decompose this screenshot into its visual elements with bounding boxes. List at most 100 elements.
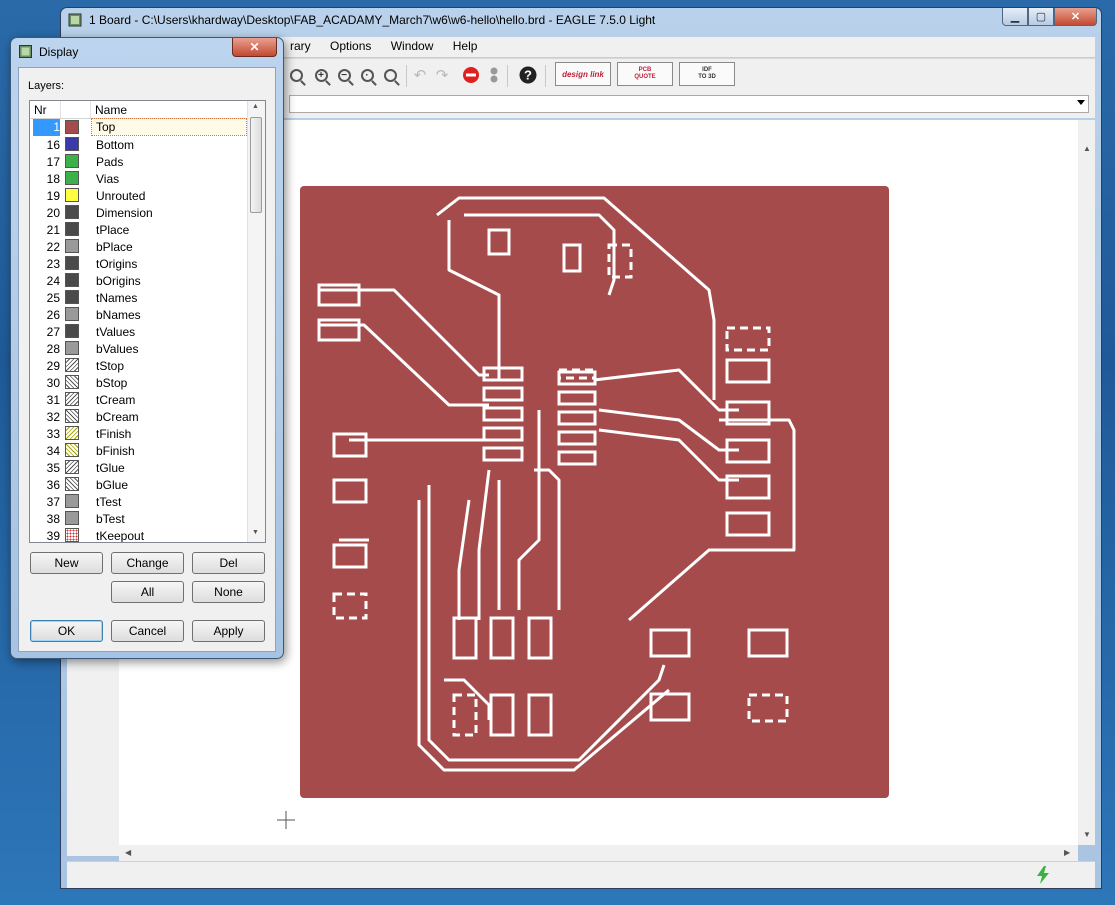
all-button[interactable]: All [111,581,184,603]
layer-color-swatch[interactable] [65,392,79,406]
scroll-right-icon[interactable]: ▶ [1064,848,1071,857]
column-header-nr[interactable]: Nr [34,103,47,117]
maximize-button[interactable]: ▢ [1028,8,1054,26]
layer-color-swatch[interactable] [65,341,79,355]
idf-to-3d-button[interactable]: IDF TO 3D [679,62,735,86]
layer-color-swatch[interactable] [65,528,79,542]
scroll-up-icon[interactable]: ▲ [252,103,259,110]
layer-color-swatch[interactable] [65,154,79,168]
new-button[interactable]: New [30,552,103,574]
chevron-down-icon[interactable] [1077,100,1085,105]
layer-color-swatch[interactable] [65,273,79,287]
ok-button[interactable]: OK [30,620,103,642]
layer-color-swatch[interactable] [65,188,79,202]
zoom-redraw-button[interactable]: · [358,66,376,84]
zoom-in-button[interactable]: + [312,66,330,84]
layer-color-swatch[interactable] [65,426,79,440]
pcb-board-drawing[interactable] [119,120,1078,845]
menu-help[interactable]: Help [452,39,478,53]
dialog-close-button[interactable]: ✕ [232,38,277,57]
minimize-button[interactable]: ▁ [1002,8,1028,26]
designlink-button[interactable]: design link [555,62,611,86]
column-header-name[interactable]: Name [95,103,128,117]
close-button[interactable]: ✕ [1054,8,1097,26]
layer-color-swatch[interactable] [65,290,79,304]
layer-color-swatch[interactable] [65,511,79,525]
scroll-up-icon[interactable]: ▲ [1083,144,1091,153]
layer-color-swatch[interactable] [65,358,79,372]
layer-color-swatch[interactable] [65,494,79,508]
go-button[interactable] [485,66,503,84]
column-divider[interactable] [90,101,91,118]
menu-options[interactable]: Options [330,39,372,53]
cancel-button[interactable]: Cancel [111,620,184,642]
none-button[interactable]: None [192,581,265,603]
zoom-out-button[interactable]: − [335,66,353,84]
horizontal-scrollbar[interactable]: ◀ ▶ [119,845,1078,861]
layer-color-swatch[interactable] [65,239,79,253]
scroll-down-icon[interactable]: ▼ [1083,830,1091,839]
layer-color-swatch[interactable] [65,460,79,474]
layer-color-swatch[interactable] [65,443,79,457]
layer-color-swatch[interactable] [65,375,79,389]
redo-button[interactable]: ↷ [433,66,451,84]
undo-button[interactable]: ↶ [411,66,429,84]
vertical-scrollbar[interactable]: ▲ ▼ [1078,120,1095,845]
layer-color-swatch[interactable] [65,256,79,270]
layers-list-scrollbar[interactable]: ▲ ▼ [247,101,265,542]
apply-button[interactable]: Apply [192,620,265,642]
copper-pour [300,186,889,798]
layer-color-swatch[interactable] [65,171,79,185]
lightning-icon[interactable] [1035,866,1051,884]
zoom-fit-button[interactable] [287,66,305,84]
scroll-down-icon[interactable]: ▼ [252,529,259,536]
layer-color-swatch[interactable] [65,477,79,491]
change-button[interactable]: Change [111,552,184,574]
menu-library[interactable]: rary [290,39,311,53]
layer-color-swatch[interactable] [65,205,79,219]
column-divider[interactable] [60,101,61,118]
menu-window[interactable]: Window [390,39,434,53]
command-line-input[interactable] [289,95,1089,113]
zoom-select-button[interactable] [381,66,399,84]
layer-color-swatch[interactable] [65,409,79,423]
layer-color-swatch[interactable] [65,137,79,151]
stop-button[interactable] [462,66,480,84]
layer-color-swatch[interactable] [65,324,79,338]
scrollbar-thumb[interactable] [250,117,262,213]
layer-color-swatch[interactable] [65,307,79,321]
scroll-left-icon[interactable]: ◀ [125,848,132,857]
layer-color-swatch[interactable] [65,222,79,236]
del-button[interactable]: Del [192,552,265,574]
pcb-quote-button[interactable]: PCB QUOTE [617,62,673,86]
layer-color-swatch[interactable] [65,120,79,134]
title-bar[interactable]: 1 Board - C:\Users\khardway\Desktop\FAB_… [61,8,1101,34]
help-button[interactable]: ? [519,66,537,84]
